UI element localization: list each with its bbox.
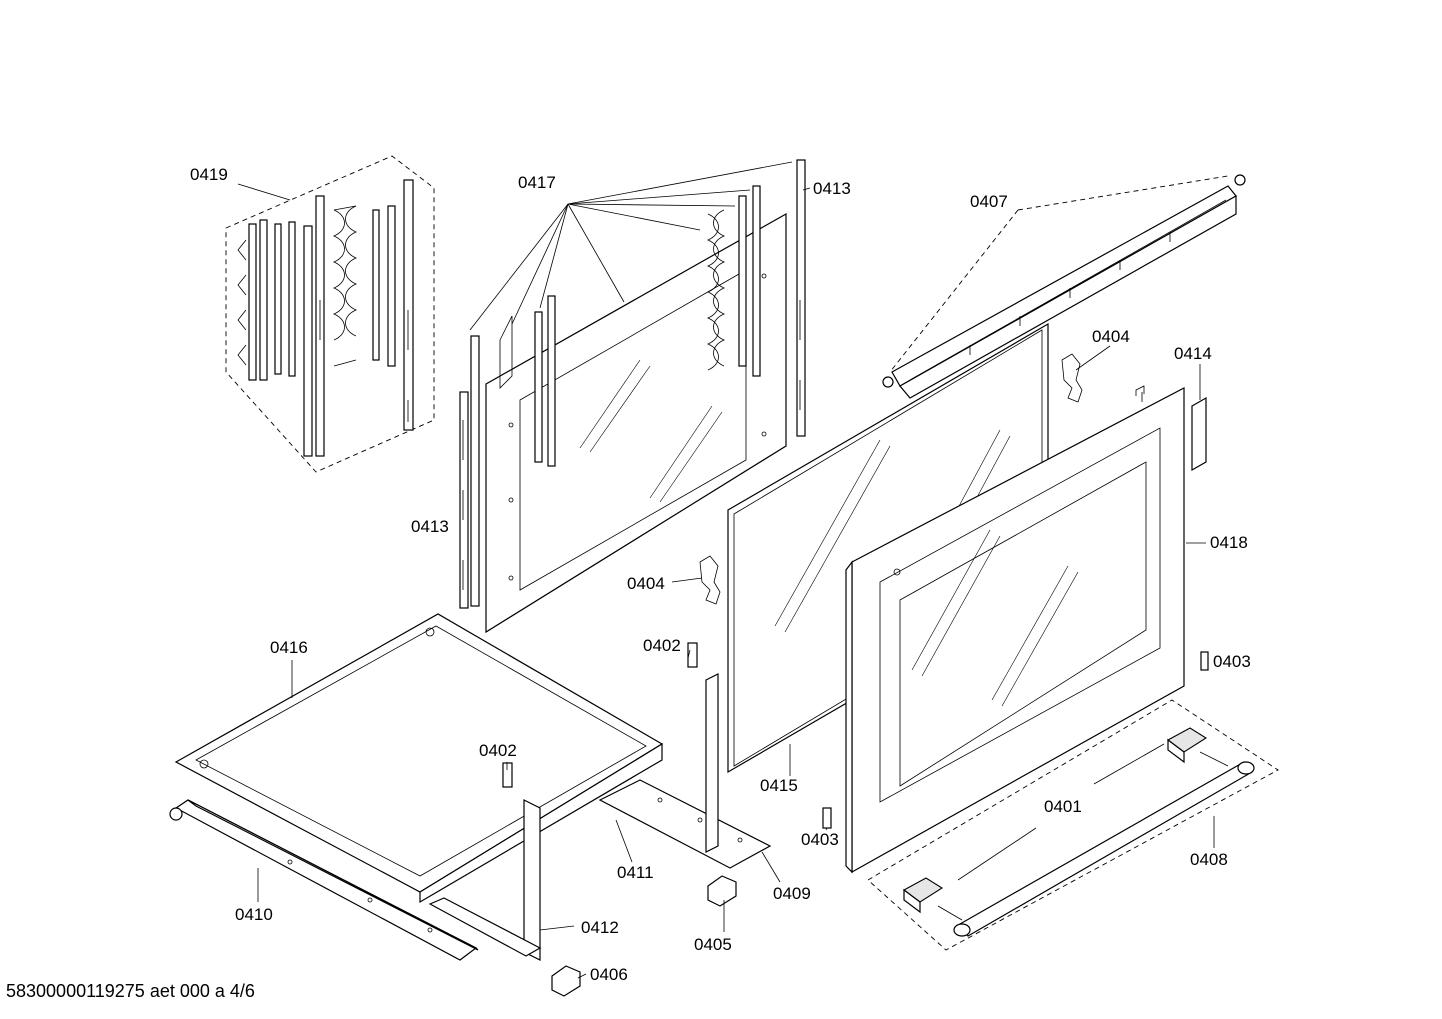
part-labels: 0419 0417 0413 0407 0404 0414 0413 0418 … <box>190 165 1251 984</box>
part-0413-right-bracket <box>706 159 806 437</box>
label-0402-left: 0402 <box>479 741 517 760</box>
label-0417: 0417 <box>518 173 556 192</box>
label-0409: 0409 <box>773 884 811 903</box>
label-0419: 0419 <box>190 165 228 184</box>
label-0412: 0412 <box>581 918 619 937</box>
label-0408: 0408 <box>1190 850 1228 869</box>
label-0411: 0411 <box>617 863 654 882</box>
label-0402-top: 0402 <box>643 636 681 655</box>
part-0404-clips <box>699 353 1083 605</box>
leader-lines <box>237 161 1229 979</box>
label-0415: 0415 <box>760 776 798 795</box>
part-0411-0409-rail-bracket <box>598 673 772 869</box>
label-0405: 0405 <box>694 935 732 954</box>
label-0406: 0406 <box>590 965 628 984</box>
part-0419-rack-supports <box>225 155 435 473</box>
part-0418-outer-door <box>845 385 1185 874</box>
part-0410-left-runner <box>169 799 479 961</box>
part-0414-cover-strip <box>1191 396 1207 472</box>
label-0410: 0410 <box>235 905 273 924</box>
part-0408-door-handle <box>867 699 1279 951</box>
part-0405-0406-clips <box>551 875 737 997</box>
label-0414: 0414 <box>1174 344 1212 363</box>
label-0403-left: 0403 <box>801 830 839 849</box>
part-0413-left-bracket <box>459 295 556 609</box>
inner-door-glass-panel <box>485 212 787 634</box>
label-0404-top: 0404 <box>1092 327 1130 346</box>
label-0404-left: 0404 <box>627 574 665 593</box>
label-0407: 0407 <box>970 192 1008 211</box>
label-0413-left: 0413 <box>411 517 449 536</box>
label-0401: 0401 <box>1044 797 1082 816</box>
part-0412-l-bracket <box>428 799 542 961</box>
part-0407-top-trim <box>882 174 1246 399</box>
drawing-reference-footer: 58300000119275 aet 000 a 4/6 <box>6 981 255 1001</box>
label-0403-right: 0403 <box>1213 652 1251 671</box>
part-0416-base-tray <box>174 613 664 904</box>
part-0402-tabs <box>502 642 698 788</box>
label-0413-top: 0413 <box>813 179 851 198</box>
label-0418: 0418 <box>1210 533 1248 552</box>
label-0416: 0416 <box>270 638 308 657</box>
